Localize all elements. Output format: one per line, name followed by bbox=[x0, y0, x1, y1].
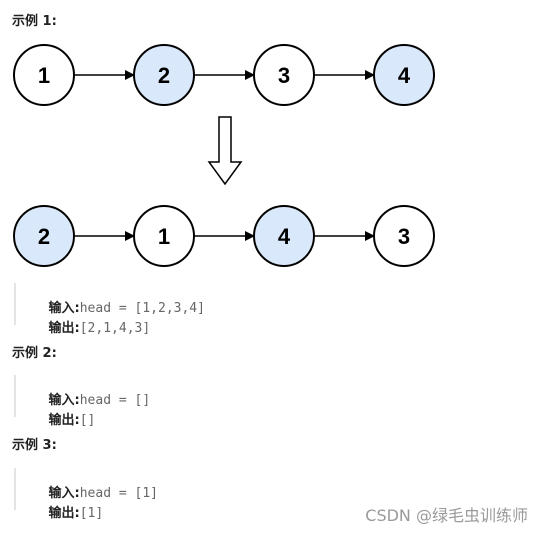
input-value: head = [1] bbox=[79, 486, 159, 501]
output-value: [1] bbox=[79, 506, 104, 521]
example-1-io: 输入:head = [1,2,3,4] 输出:[2,1,4,3] bbox=[14, 283, 316, 336]
list-node bbox=[13, 44, 75, 106]
list-node bbox=[373, 44, 435, 106]
down-arrow-icon bbox=[207, 116, 243, 186]
example-2-title: 示例 2: bbox=[12, 346, 57, 361]
list-node bbox=[373, 205, 435, 267]
example-1-title: 示例 1: bbox=[12, 14, 57, 29]
output-label: 输出: bbox=[48, 506, 80, 521]
list-node bbox=[133, 44, 195, 106]
list-node-label: 2 bbox=[38, 224, 50, 249]
example-3-title: 示例 3: bbox=[12, 438, 57, 453]
example-2-io: 输入:head = [] 输出:[] bbox=[14, 375, 316, 428]
list-node bbox=[253, 44, 315, 106]
input-value: head = [1,2,3,4] bbox=[79, 301, 205, 316]
list-node-label: 4 bbox=[278, 224, 291, 249]
input-label: 输入: bbox=[48, 393, 80, 408]
linked-list-diagram: 1 2 3 4 2 1 4 3 bbox=[13, 44, 435, 267]
list-node-label: 1 bbox=[158, 224, 170, 249]
input-value: head = [] bbox=[79, 393, 151, 408]
output-value: [] bbox=[79, 413, 96, 428]
list-node-label: 4 bbox=[398, 63, 411, 88]
input-label: 输入: bbox=[48, 486, 80, 501]
list-node bbox=[253, 205, 315, 267]
linked-list-before: 1 2 3 4 bbox=[13, 44, 435, 106]
input-label: 输入: bbox=[48, 301, 80, 316]
watermark: CSDN @绿毛虫训练师 bbox=[365, 506, 528, 525]
example-3-io: 输入:head = [1] 输出:[1] bbox=[14, 468, 316, 521]
output-value: [2,1,4,3] bbox=[79, 321, 151, 336]
list-node-label: 1 bbox=[38, 63, 50, 88]
list-node-label: 2 bbox=[158, 63, 170, 88]
list-node-label: 3 bbox=[398, 224, 410, 249]
list-node bbox=[13, 205, 75, 267]
output-label: 输出: bbox=[48, 321, 80, 336]
list-node bbox=[133, 205, 195, 267]
linked-list-after: 2 1 4 3 bbox=[13, 205, 435, 267]
list-node-label: 3 bbox=[278, 63, 290, 88]
output-label: 输出: bbox=[48, 413, 80, 428]
